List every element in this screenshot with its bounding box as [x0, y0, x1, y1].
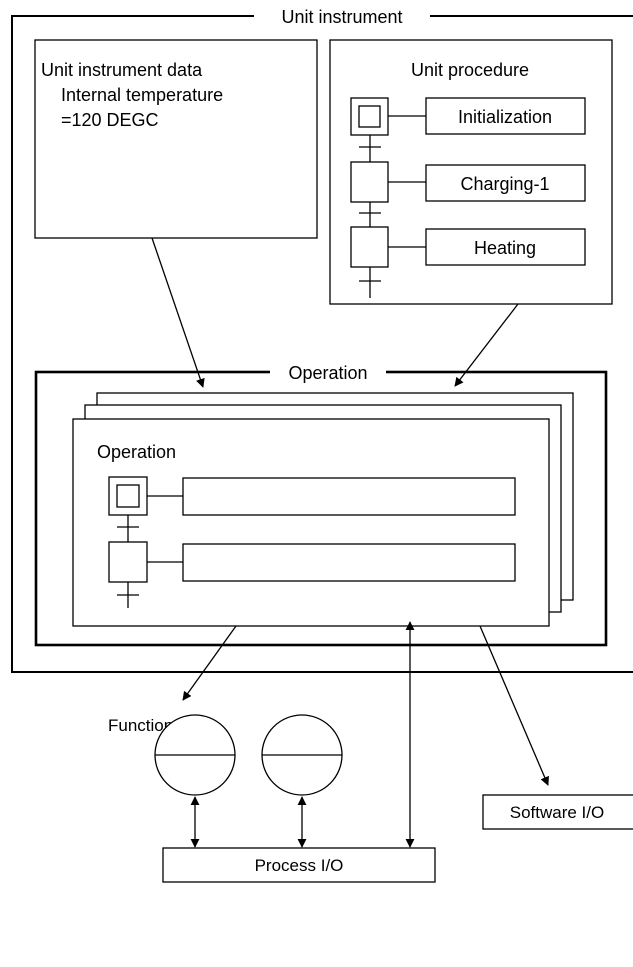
- unit-instrument-frame: Unit instrument: [11, 6, 633, 673]
- procedure-step-charging: [425, 164, 586, 202]
- procedure-to-operation-arrow: [454, 303, 519, 387]
- step-symbol: [350, 226, 389, 268]
- procedure-step-initialization-label: Initialization: [458, 107, 552, 127]
- procedure-step-heating: [425, 228, 586, 266]
- procedure-step-charging-label: Charging-1: [460, 174, 549, 194]
- unit-procedure-box: Unit procedure Initialization Charging-1…: [329, 39, 613, 305]
- internal-temperature-label: Internal temperature: [61, 85, 223, 105]
- procedure-step-heating-label: Heating: [474, 238, 536, 258]
- operation-step-row: [182, 543, 516, 582]
- process-io-box: Process I/O: [162, 847, 436, 883]
- operation-card-front: [72, 418, 550, 627]
- unit-instrument-data-box: Unit instrument data Internal temperatur…: [34, 39, 318, 239]
- operation-step-row: [182, 477, 516, 516]
- step-symbol: [108, 541, 148, 583]
- software-io-box: Software I/O: [482, 794, 633, 830]
- field-instrument-right: [261, 714, 343, 796]
- unit-procedure-title: Unit procedure: [411, 60, 529, 80]
- field-instrument-left: [154, 714, 236, 796]
- operation-to-function-block-arrow: [182, 625, 237, 701]
- operation-card-title: Operation: [97, 442, 176, 462]
- operation-to-software-io-arrow: [479, 625, 549, 786]
- operation-frame-title: Operation: [288, 363, 367, 383]
- unit-instrument-title: Unit instrument: [281, 7, 402, 27]
- procedure-step-initialization: [425, 97, 586, 135]
- step-symbol: [350, 161, 389, 203]
- internal-temperature-value: =120 DEGC: [61, 110, 159, 130]
- unit-instrument-data-title: Unit instrument data: [41, 60, 203, 80]
- initial-step-symbol: [108, 476, 148, 516]
- process-io-label: Process I/O: [255, 856, 344, 875]
- data-to-operation-arrow: [151, 237, 205, 388]
- software-io-label: Software I/O: [510, 803, 604, 822]
- operation-frame: Operation Operation: [34, 362, 608, 647]
